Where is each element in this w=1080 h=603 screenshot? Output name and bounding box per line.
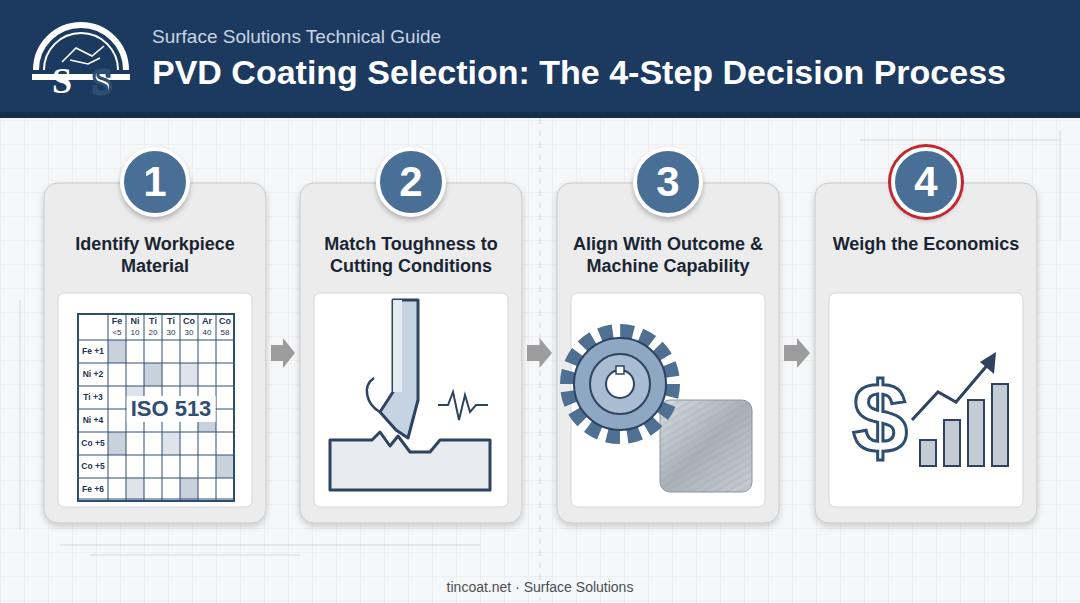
growth-chart-illustration xyxy=(912,352,1008,466)
logo-letter: S xyxy=(92,64,112,100)
step-number-circle: 4 xyxy=(891,147,961,217)
cutting-tool-illustration xyxy=(330,300,490,490)
step-number-circle: 3 xyxy=(633,147,703,217)
grid-line xyxy=(126,314,127,501)
logo xyxy=(32,25,130,80)
step-number: 1 xyxy=(143,161,166,203)
periodic-table-grid xyxy=(78,314,234,501)
grid-line xyxy=(180,314,181,501)
table-header: Co xyxy=(219,317,231,327)
grid-line xyxy=(198,314,199,501)
step-card: Weigh the Economics4 xyxy=(815,183,1037,523)
table-row-label: Ti +3 xyxy=(83,393,102,402)
flow-arrow xyxy=(784,338,810,368)
grid-line xyxy=(78,455,234,456)
table-row-label: Co +5 xyxy=(81,439,104,448)
flow-arrow xyxy=(527,338,552,368)
table-row-label: Co +5 xyxy=(81,462,104,471)
grid-line xyxy=(78,363,234,364)
footer-caption: tincoat.net · Surface Solutions xyxy=(447,580,634,595)
step-title: Identify Workpiece Material xyxy=(44,233,266,277)
table-row-label: Fe +1 xyxy=(82,347,104,356)
table-header: Co xyxy=(183,317,195,327)
table-header: Ar xyxy=(202,317,212,327)
table-header: Ti xyxy=(167,317,175,327)
step-card: Match Toughness to Cutting Conditions2 xyxy=(300,183,522,523)
table-header: Ni xyxy=(131,317,140,327)
grid-line xyxy=(78,478,234,479)
grid-line xyxy=(78,432,234,433)
grid-line xyxy=(78,409,234,410)
step-title: Match Toughness to Cutting Conditions xyxy=(300,233,522,277)
flow-arrow xyxy=(271,338,295,368)
step-card: Identify Workpiece Material1 xyxy=(44,183,266,523)
table-header: 58 xyxy=(221,329,230,338)
grid-line xyxy=(216,314,217,501)
dollar-symbol: $ xyxy=(852,368,908,468)
grid-line xyxy=(162,314,163,501)
step-number: 2 xyxy=(399,161,422,203)
subtitle: Surface Solutions Technical Guide xyxy=(152,27,441,48)
step-number: 4 xyxy=(914,161,937,203)
step-number-circle: 1 xyxy=(120,147,190,217)
table-row-label: Ni +4 xyxy=(83,416,104,425)
page-title: PVD Coating Selection: The 4-Step Decisi… xyxy=(152,54,1006,91)
table-row-label: Fe +6 xyxy=(82,485,104,494)
grid-line xyxy=(144,314,145,501)
step-title: Align With Outcome & Machine Capability xyxy=(557,233,779,277)
grid-line xyxy=(78,499,234,500)
step-number: 3 xyxy=(656,161,679,203)
table-header: 20 xyxy=(149,329,158,338)
table-header: Fe xyxy=(112,317,123,327)
step-title: Weigh the Economics xyxy=(815,233,1037,255)
step-number-circle: 2 xyxy=(376,147,446,217)
standard-label: ISO 513 xyxy=(127,396,216,422)
table-header: 30 xyxy=(185,329,194,338)
gear-and-surface-illustration xyxy=(568,332,752,492)
table-header: Ti xyxy=(149,317,157,327)
step-card: Align With Outcome & Machine Capability3 xyxy=(557,183,779,523)
table-header: 40 xyxy=(203,329,212,338)
table-header: 10 xyxy=(131,329,140,338)
grid-line xyxy=(108,314,109,501)
table-header: <5 xyxy=(112,329,121,338)
logo-letter: S xyxy=(52,62,72,102)
grid-line xyxy=(78,340,234,341)
grid-line xyxy=(78,386,234,387)
table-row-label: Ni +2 xyxy=(83,370,104,379)
table-header: 30 xyxy=(167,329,176,338)
